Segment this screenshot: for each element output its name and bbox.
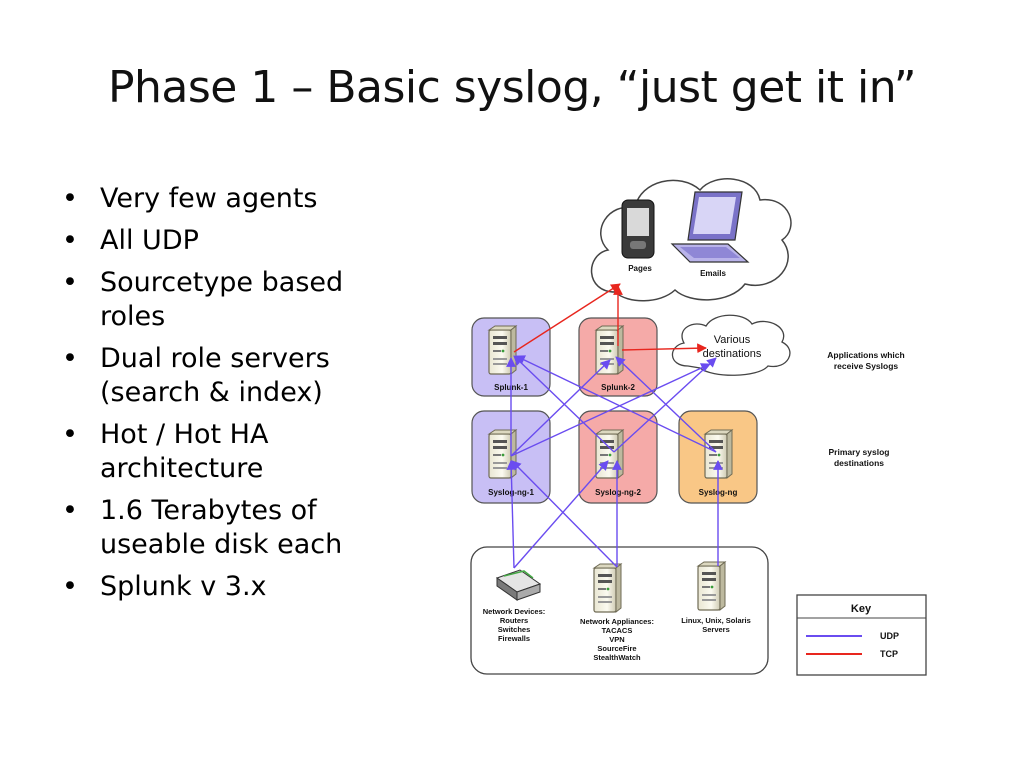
bullet-dot-icon: •: [62, 419, 78, 450]
bullet-text-cont: useable disk each: [100, 529, 343, 560]
various-destinations-cloud: [671, 314, 791, 376]
appliances-line-3: VPN: [609, 635, 624, 644]
bullet-text: Hot / Hot HA: [100, 419, 269, 450]
udp-arrow-syslog2-to-splunk1: [513, 355, 615, 453]
servers-line-2: Servers: [702, 625, 730, 634]
tcp-arrow-splunk1-to-cloud: [513, 283, 621, 353]
bullet-text: Splunk v 3.x: [100, 571, 267, 602]
emails-label: Emails: [700, 269, 726, 278]
appliances-line-2: TACACS: [602, 626, 633, 635]
primary-label-line-2: destinations: [834, 458, 884, 468]
bullet-item: • Dual role servers(search & index): [58, 342, 398, 410]
appliances-line-1: Network Appliances:: [580, 617, 654, 626]
network-devices-line-3: Switches: [498, 625, 531, 634]
bullet-dot-icon: •: [62, 343, 78, 374]
syslog-ng-2-label: Syslog-ng-2: [595, 488, 641, 497]
splunk-2-server-icon: [595, 325, 624, 375]
udp-arrow-devices-to-syslog2: [513, 460, 609, 569]
bullet-text: Sourcetype based: [100, 267, 344, 298]
linux-server-icon: [697, 561, 726, 611]
bullet-text-cont: roles: [100, 301, 166, 332]
key-title: Key: [851, 603, 872, 615]
appliances-line-5: StealthWatch: [593, 653, 641, 662]
splunk-2-label: Splunk-2: [601, 383, 635, 392]
appliance-server-icon: [593, 563, 622, 613]
bullet-text: Dual role servers: [100, 343, 330, 374]
bullet-list: • Very few agents • All UDP • Sourcetype ba…: [58, 182, 398, 612]
key-tcp-label: TCP: [880, 649, 898, 659]
bullet-dot-icon: •: [62, 495, 78, 526]
various-line-1: Various: [714, 334, 751, 346]
bullet-dot-icon: •: [62, 225, 78, 256]
bullet-text: All UDP: [100, 225, 199, 256]
splunk-1-server-icon: [488, 325, 517, 375]
udp-arrow-syslog1-to-various: [510, 363, 711, 457]
network-devices-line-2: Routers: [500, 616, 528, 625]
appliances-line-4: SourceFire: [597, 644, 636, 653]
bullet-text-cont: architecture: [100, 453, 264, 484]
bullet-dot-icon: •: [62, 183, 78, 214]
apps-label-line-1: Applications which: [827, 350, 904, 360]
legend-key: Key UDP TCP: [796, 594, 927, 676]
bullet-text: 1.6 Terabytes of: [100, 495, 317, 526]
router-icon: [495, 569, 542, 601]
bullet-dot-icon: •: [62, 571, 78, 602]
key-udp-label: UDP: [880, 631, 899, 641]
network-devices-line-1: Network Devices:: [483, 607, 546, 616]
bullet-dot-icon: •: [62, 267, 78, 298]
tcp-arrow-splunk2-to-various: [621, 343, 707, 354]
udp-arrow-syslog2-to-various: [613, 357, 717, 453]
servers-line-1: Linux, Unix, Solaris: [681, 616, 751, 625]
primary-label-line-1: Primary syslog: [829, 447, 890, 457]
udp-connections: [506, 355, 723, 569]
udp-arrow-syslog3-to-splunk2: [615, 356, 717, 453]
pager-phone-icon: [621, 199, 655, 259]
laptop-icon: [670, 191, 750, 263]
network-devices-line-4: Firewalls: [498, 634, 530, 643]
udp-arrow-devices-to-syslog1: [506, 460, 517, 569]
tcp-connections: [513, 283, 707, 354]
bullet-text: Very few agents: [100, 183, 318, 214]
udp-arrow-appliances-to-syslog1: [511, 460, 618, 568]
bullet-item: • Splunk v 3.x: [58, 570, 398, 604]
pages-label: Pages: [628, 264, 652, 273]
bullet-item: • Very few agents: [58, 182, 398, 216]
slide-title: Phase 1 – Basic syslog, “just get it in”: [107, 62, 917, 113]
bullet-item: • All UDP: [58, 224, 398, 258]
bullet-text-cont: (search & index): [100, 377, 323, 408]
apps-label-line-2: receive Syslogs: [834, 361, 899, 371]
udp-arrow-syslog3-to-splunk1: [515, 355, 717, 453]
sources-box: [470, 546, 769, 675]
udp-arrow-syslog1-to-splunk2: [510, 359, 611, 457]
various-line-2: destinations: [703, 348, 762, 360]
